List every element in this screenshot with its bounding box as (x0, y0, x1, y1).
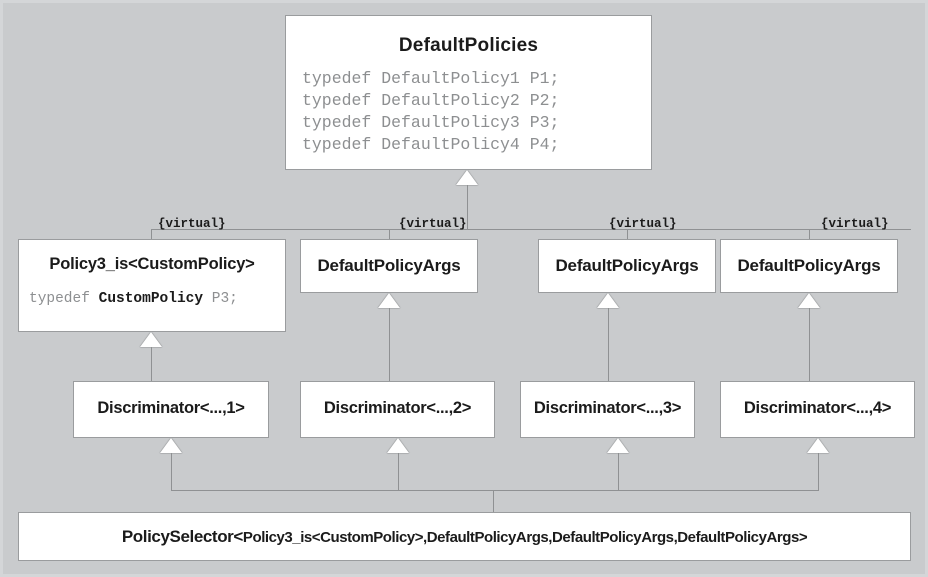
class-name-discriminator-1: Discriminator<...,1> (97, 399, 245, 417)
edge-riser-discriminator-4 (818, 453, 819, 490)
class-members-policy3-is: typedef CustomPolicy P3; (19, 291, 285, 307)
class-box-policy-selector[interactable]: PolicySelector<Policy3_is<CustomPolicy>,… (18, 512, 911, 561)
edge-drop-dpa2 (627, 229, 628, 239)
edge-label-virtual-4: {virtual} (821, 217, 889, 231)
class-box-default-policy-args-2[interactable]: DefaultPolicyArgs (538, 239, 716, 293)
class-box-default-policy-args-1[interactable]: DefaultPolicyArgs (300, 239, 478, 293)
edge-riser-discriminator-2 (398, 453, 399, 490)
class-name-discriminator-3: Discriminator<...,3> (533, 399, 682, 417)
class-box-discriminator-4[interactable]: Discriminator<...,4> (720, 381, 915, 438)
generalization-arrow-default-policy-args-3 (798, 293, 820, 308)
edge-label-virtual-2: {virtual} (399, 217, 467, 231)
class-name-policy3-is: Policy3_is<CustomPolicy> (49, 255, 255, 273)
generalization-arrow-discriminator-4 (807, 438, 829, 453)
class-members-default-policies: typedef DefaultPolicy1 P1; typedef Defau… (302, 69, 560, 154)
policy-selector-args: Policy3_is<CustomPolicy>,DefaultPolicyAr… (242, 529, 808, 546)
edge-drop-dpa1 (389, 229, 390, 239)
edge-drop-policy3is (151, 229, 152, 239)
member-prefix: typedef (29, 291, 99, 307)
edge-bus-top (151, 229, 911, 230)
class-name-discriminator-2: Discriminator<...,2> (323, 399, 472, 417)
edge-riser-discriminator-1 (171, 453, 172, 490)
class-name-default-policy-args-1: DefaultPolicyArgs (317, 256, 461, 275)
generalization-arrow-discriminator-1 (160, 438, 182, 453)
edge-disc4-to-dpa3 (809, 308, 810, 381)
class-box-default-policies[interactable]: DefaultPolicies typedef DefaultPolicy1 P… (285, 15, 652, 170)
class-name-default-policy-args-3: DefaultPolicyArgs (737, 256, 881, 275)
edge-bus-to-policy-selector (493, 490, 494, 512)
class-box-discriminator-2[interactable]: Discriminator<...,2> (300, 381, 495, 438)
generalization-arrow-default-policy-args-2 (597, 293, 619, 308)
class-name-discriminator-4: Discriminator<...,4> (743, 399, 892, 417)
class-box-discriminator-3[interactable]: Discriminator<...,3> (520, 381, 695, 438)
edge-bus-bottom (171, 490, 819, 491)
edge-label-virtual-3: {virtual} (609, 217, 677, 231)
class-name-default-policy-args-2: DefaultPolicyArgs (555, 256, 699, 275)
generalization-arrow-discriminator-3 (607, 438, 629, 453)
edge-disc3-to-dpa2 (608, 308, 609, 381)
policy-selector-lead: PolicySelector< (121, 527, 243, 546)
class-name-policy-selector: PolicySelector<Policy3_is<CustomPolicy>,… (19, 527, 910, 547)
edge-drop-dpa3 (809, 229, 810, 239)
edge-riser-discriminator-3 (618, 453, 619, 490)
edge-label-virtual-1: {virtual} (158, 217, 226, 231)
generalization-arrow-default-policies (456, 170, 478, 185)
edge-disc1-to-policy3is (151, 347, 152, 381)
edge-bus-to-default-policies (467, 185, 468, 229)
class-box-policy3-is[interactable]: Policy3_is<CustomPolicy> typedef CustomP… (18, 239, 286, 332)
member-suffix: P3; (203, 291, 238, 307)
class-box-default-policy-args-3[interactable]: DefaultPolicyArgs (720, 239, 898, 293)
generalization-arrow-default-policy-args-1 (378, 293, 400, 308)
generalization-arrow-discriminator-2 (387, 438, 409, 453)
class-name-default-policies: DefaultPolicies (398, 35, 539, 56)
generalization-arrow-policy3-is (140, 332, 162, 347)
class-box-discriminator-1[interactable]: Discriminator<...,1> (73, 381, 269, 438)
edge-disc2-to-dpa1 (389, 308, 390, 381)
member-emphasis: CustomPolicy (98, 291, 204, 307)
